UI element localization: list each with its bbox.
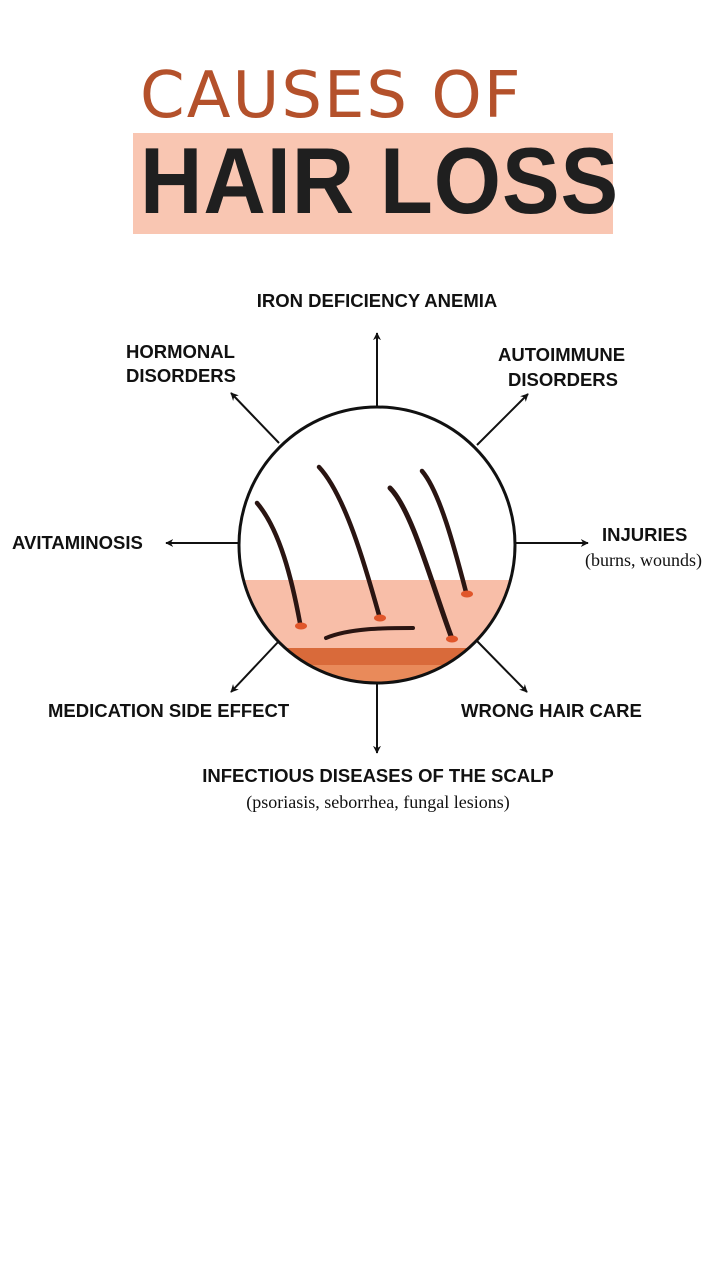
cause-injuries-detail: (burns, wounds) [585,550,702,570]
hair-strand [316,464,382,618]
cause-medication-side-effect: MEDICATION SIDE EFFECT [48,700,290,721]
title-highlight-box [133,133,613,234]
follicle-dot [295,622,307,630]
fallen-hair [324,626,415,640]
cause-infectious-diseases-detail: (psoriasis, seborrhea, fungal lesions) [246,792,510,812]
hair-strand [254,500,303,626]
cause-autoimmune-disorders-line2: DISORDERS [508,369,618,390]
title-causes-of: CAUSES OF [140,59,523,133]
cause-avitaminosis: AVITAMINOSIS [12,532,143,553]
scalp-illustration [237,405,517,685]
cause-iron-deficiency-anemia: IRON DEFICIENCY ANEMIA [256,290,498,311]
hairs [254,464,469,640]
hair-strand [419,468,469,595]
cause-autoimmune-disorders-line1: AUTOIMMUNE [498,344,626,365]
cause-wrong-hair-care: WRONG HAIR CARE [461,700,642,721]
arrow-bottom-right [476,640,528,693]
cause-infectious-diseases-scalp: INFECTIOUS DISEASES OF THE SCALP [202,765,554,786]
skin-deep-band [239,665,515,683]
follicles [295,590,473,643]
follicle-dot [446,635,458,643]
cause-hormonal-disorders-line1: HORMONAL [126,341,235,362]
arrow-top-right [476,393,529,446]
title-hair-loss: HAIR LOSS [140,128,620,233]
scalp-circle-outline [237,405,517,685]
arrow-bottom-left [230,640,280,693]
follicle-dot [374,614,386,622]
arrows [165,332,589,754]
cause-hormonal-disorders-line2: DISORDERS [126,365,236,386]
arrow-top-left [230,392,280,444]
hair-strand [387,485,454,639]
follicle-dot [461,590,473,598]
cause-injuries: INJURIES [602,524,688,545]
